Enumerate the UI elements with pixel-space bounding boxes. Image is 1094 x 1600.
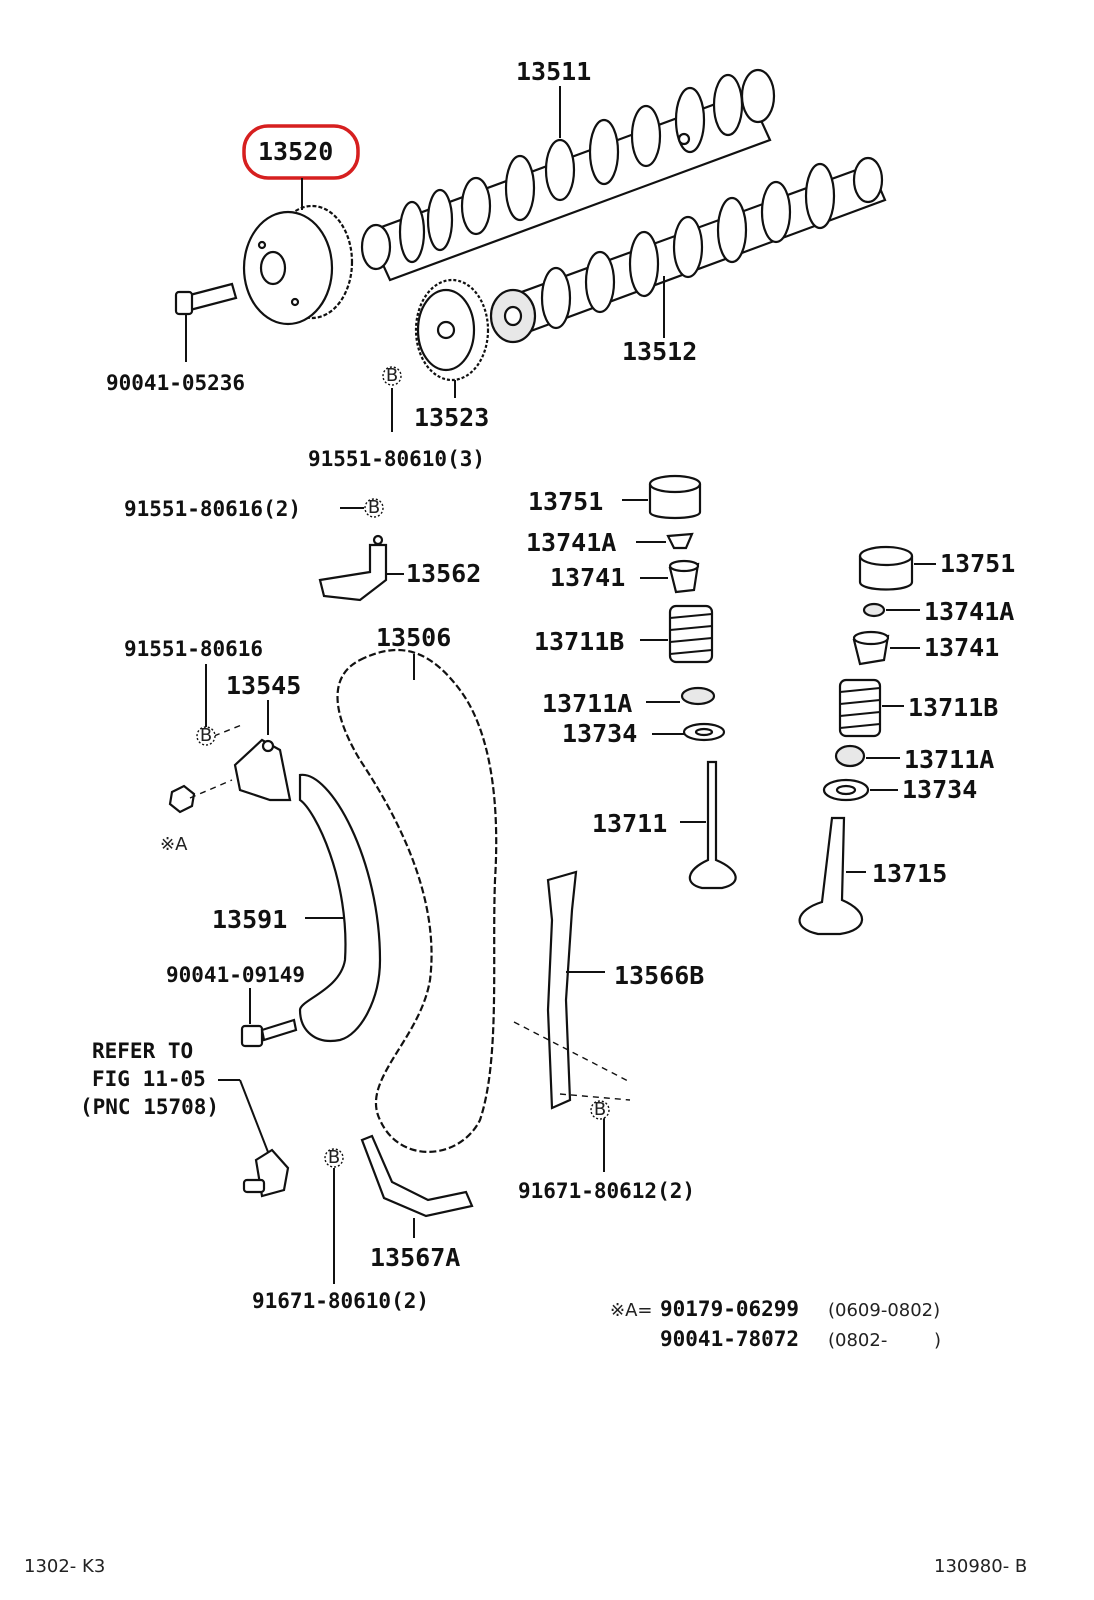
label-90041-05236[interactable]: 90041-05236 — [106, 371, 245, 395]
label-13741A-a[interactable]: 13741A — [526, 528, 616, 557]
retainer-13741-b[interactable] — [852, 630, 890, 666]
svg-text:B: B — [368, 497, 380, 518]
timing-chain-13506[interactable] — [336, 648, 498, 1153]
bolt-marker-b-2: B — [364, 497, 384, 518]
label-13711A-b[interactable]: 13711A — [904, 745, 994, 774]
label-13512[interactable]: 13512 — [622, 337, 697, 366]
lifter-13751-a[interactable] — [648, 474, 702, 520]
label-13734-a[interactable]: 13734 — [562, 719, 637, 748]
label-13511[interactable]: 13511 — [516, 57, 591, 86]
bolt-marker-b-4: B — [590, 1099, 610, 1120]
svg-text:B: B — [594, 1099, 606, 1120]
camshaft-13511[interactable] — [360, 68, 776, 282]
label-13506[interactable]: 13506 — [376, 623, 451, 652]
label-13711B-b[interactable]: 13711B — [908, 693, 998, 722]
refer-to-line-3[interactable]: (PNC 15708) — [80, 1095, 219, 1119]
svg-text:※A=: ※A= — [610, 1300, 652, 1321]
label-91551-80610[interactable]: 91551-80610(3) — [308, 447, 485, 471]
svg-text:(0802-: (0802- — [828, 1330, 887, 1351]
refer-to-line-2[interactable]: FIG 11-05 — [92, 1067, 206, 1091]
svg-text:B: B — [328, 1147, 340, 1168]
label-13520[interactable]: 13520 — [258, 137, 333, 166]
label-13711[interactable]: 13711 — [592, 809, 667, 838]
bolt-90041-05236[interactable] — [174, 282, 238, 316]
label-13567A[interactable]: 13567A — [370, 1243, 460, 1272]
label-13741-b[interactable]: 13741 — [924, 633, 999, 662]
label-star-a[interactable]: ※A — [160, 834, 188, 855]
svg-text:): ) — [934, 1330, 941, 1351]
idler-shaft-15708[interactable] — [242, 1148, 290, 1198]
label-13741-a[interactable]: 13741 — [550, 563, 625, 592]
label-13523[interactable]: 13523 — [414, 403, 489, 432]
svg-text:(0609-0802): (0609-0802) — [828, 1300, 940, 1321]
footnote-star-a: ※A= 90179-06299 (0609-0802) 90041-78072 … — [610, 1297, 941, 1351]
chain-damper-13567A[interactable] — [360, 1134, 474, 1218]
label-13562[interactable]: 13562 — [406, 559, 481, 588]
valve-spring-13711B-a[interactable] — [668, 604, 714, 664]
bracket-13562[interactable] — [318, 534, 388, 602]
retainer-13741-a[interactable] — [668, 559, 700, 594]
label-91551-80616-2[interactable]: 91551-80616(2) — [124, 497, 301, 521]
intake-valve-13711[interactable] — [688, 760, 737, 890]
chain-guide-13591[interactable] — [298, 773, 382, 1043]
footnote-part-90041-78072[interactable]: 90041-78072 — [660, 1327, 799, 1351]
bolt-marker-b-3: B — [196, 725, 216, 746]
nut-star-a[interactable] — [168, 784, 196, 814]
vvt-gear-13520[interactable] — [242, 204, 354, 326]
label-13591[interactable]: 13591 — [212, 905, 287, 934]
spring-seat-13734-b[interactable] — [822, 778, 870, 802]
label-91671-80610[interactable]: 91671-80610(2) — [252, 1289, 429, 1313]
footnote-part-90179-06299[interactable]: 90179-06299 — [660, 1297, 799, 1321]
svg-text:B: B — [200, 725, 212, 746]
lifter-13751-b[interactable] — [858, 545, 914, 591]
label-91671-80612[interactable]: 91671-80612(2) — [518, 1179, 695, 1203]
refer-to-line-1: REFER TO — [92, 1039, 193, 1063]
bolt-90041-09149[interactable] — [240, 1018, 298, 1048]
bolt-marker-b-1: B — [382, 365, 402, 386]
bolt-marker-b-5: B — [324, 1147, 344, 1168]
label-13711B-a[interactable]: 13711B — [534, 627, 624, 656]
retainer-key-13741A-a[interactable] — [666, 532, 694, 550]
label-13715[interactable]: 13715 — [872, 859, 947, 888]
label-13751-b[interactable]: 13751 — [940, 549, 1015, 578]
valve-seal-13711A-b[interactable] — [834, 744, 866, 768]
camshaft-13512[interactable] — [489, 156, 887, 344]
label-91551-80616[interactable]: 91551-80616 — [124, 637, 263, 661]
label-13711A-a[interactable]: 13711A — [542, 689, 632, 718]
label-13545[interactable]: 13545 — [226, 671, 301, 700]
spring-seat-13734-a[interactable] — [682, 722, 726, 742]
label-13741A-b[interactable]: 13741A — [924, 597, 1014, 626]
exhaust-valve-13715[interactable] — [798, 816, 864, 936]
chain-guide-13566B[interactable] — [546, 870, 578, 1110]
label-13751-a[interactable]: 13751 — [528, 487, 603, 516]
label-13734-b[interactable]: 13734 — [902, 775, 977, 804]
figure-code-right: 130980- B — [934, 1556, 1027, 1577]
label-13566B[interactable]: 13566B — [614, 961, 704, 990]
svg-text:B: B — [386, 365, 398, 386]
valve-seal-13711A-a[interactable] — [680, 686, 716, 706]
tensioner-13545[interactable] — [233, 738, 292, 802]
sprocket-13523[interactable] — [414, 278, 490, 382]
valve-spring-13711B-b[interactable] — [838, 678, 882, 738]
label-90041-09149[interactable]: 90041-09149 — [166, 963, 305, 987]
figure-code-left: 1302- K3 — [24, 1556, 105, 1577]
retainer-key-13741A-b[interactable] — [862, 602, 886, 618]
